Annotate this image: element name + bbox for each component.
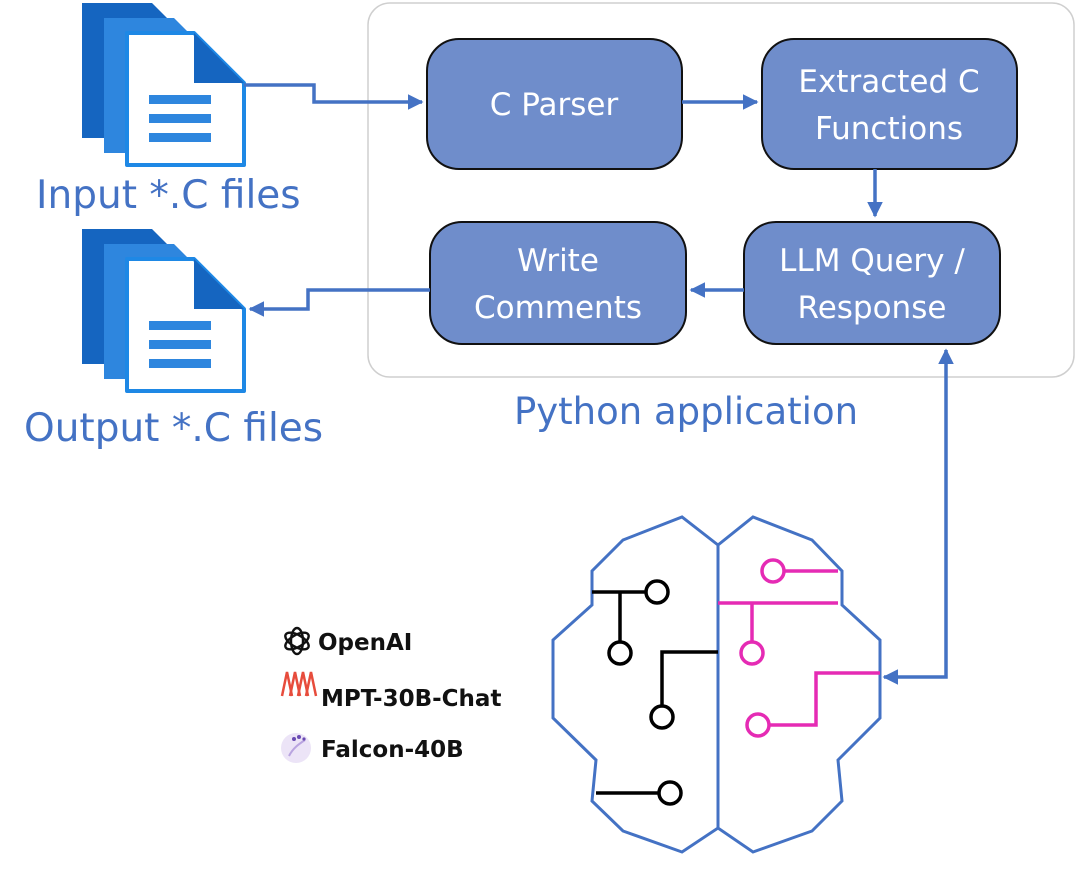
model-openai: OpenAI [284,626,412,656]
output-files-icon [82,229,246,393]
model-openai-label: OpenAI [318,630,412,656]
openai-logo-icon [284,626,310,656]
node-write-comments: Write Comments [429,221,687,345]
node-extracted-line1: Extracted C [798,64,979,100]
model-mpt: MPT-30B-Chat [280,671,501,712]
arrow-input-to-parser [244,83,424,110]
falcon-logo-icon [281,733,311,763]
input-files-label: Input *.C files [36,173,301,218]
node-extracted-functions: Extracted C Functions [761,38,1018,170]
node-llm-line2: Response [798,290,947,326]
node-c-parser: C Parser [426,38,683,170]
brain-circuit-icon [551,515,882,854]
model-falcon-label: Falcon-40B [321,737,464,763]
model-mpt-label: MPT-30B-Chat [321,686,501,712]
model-falcon: Falcon-40B [281,733,464,763]
node-c-parser-label: C Parser [490,87,619,123]
node-llm-line1: LLM Query / [779,243,965,279]
llm-model-list: OpenAI MPT-30B-Chat Falcon-40B [280,626,501,763]
arrow-llm-brain-bidirectional [882,348,954,685]
node-write-line2: Comments [474,290,642,326]
node-write-line1: Write [517,243,599,279]
right-circuit [718,558,880,738]
python-application-label: Python application [514,390,858,433]
left-circuit [592,579,718,806]
output-files-label: Output *.C files [24,406,323,451]
arrow-write-to-output [248,288,430,317]
mosaicml-logo-icon [280,671,318,697]
input-files-icon [82,3,246,167]
node-llm-query: LLM Query / Response [743,221,1001,345]
node-extracted-line2: Functions [815,111,963,147]
